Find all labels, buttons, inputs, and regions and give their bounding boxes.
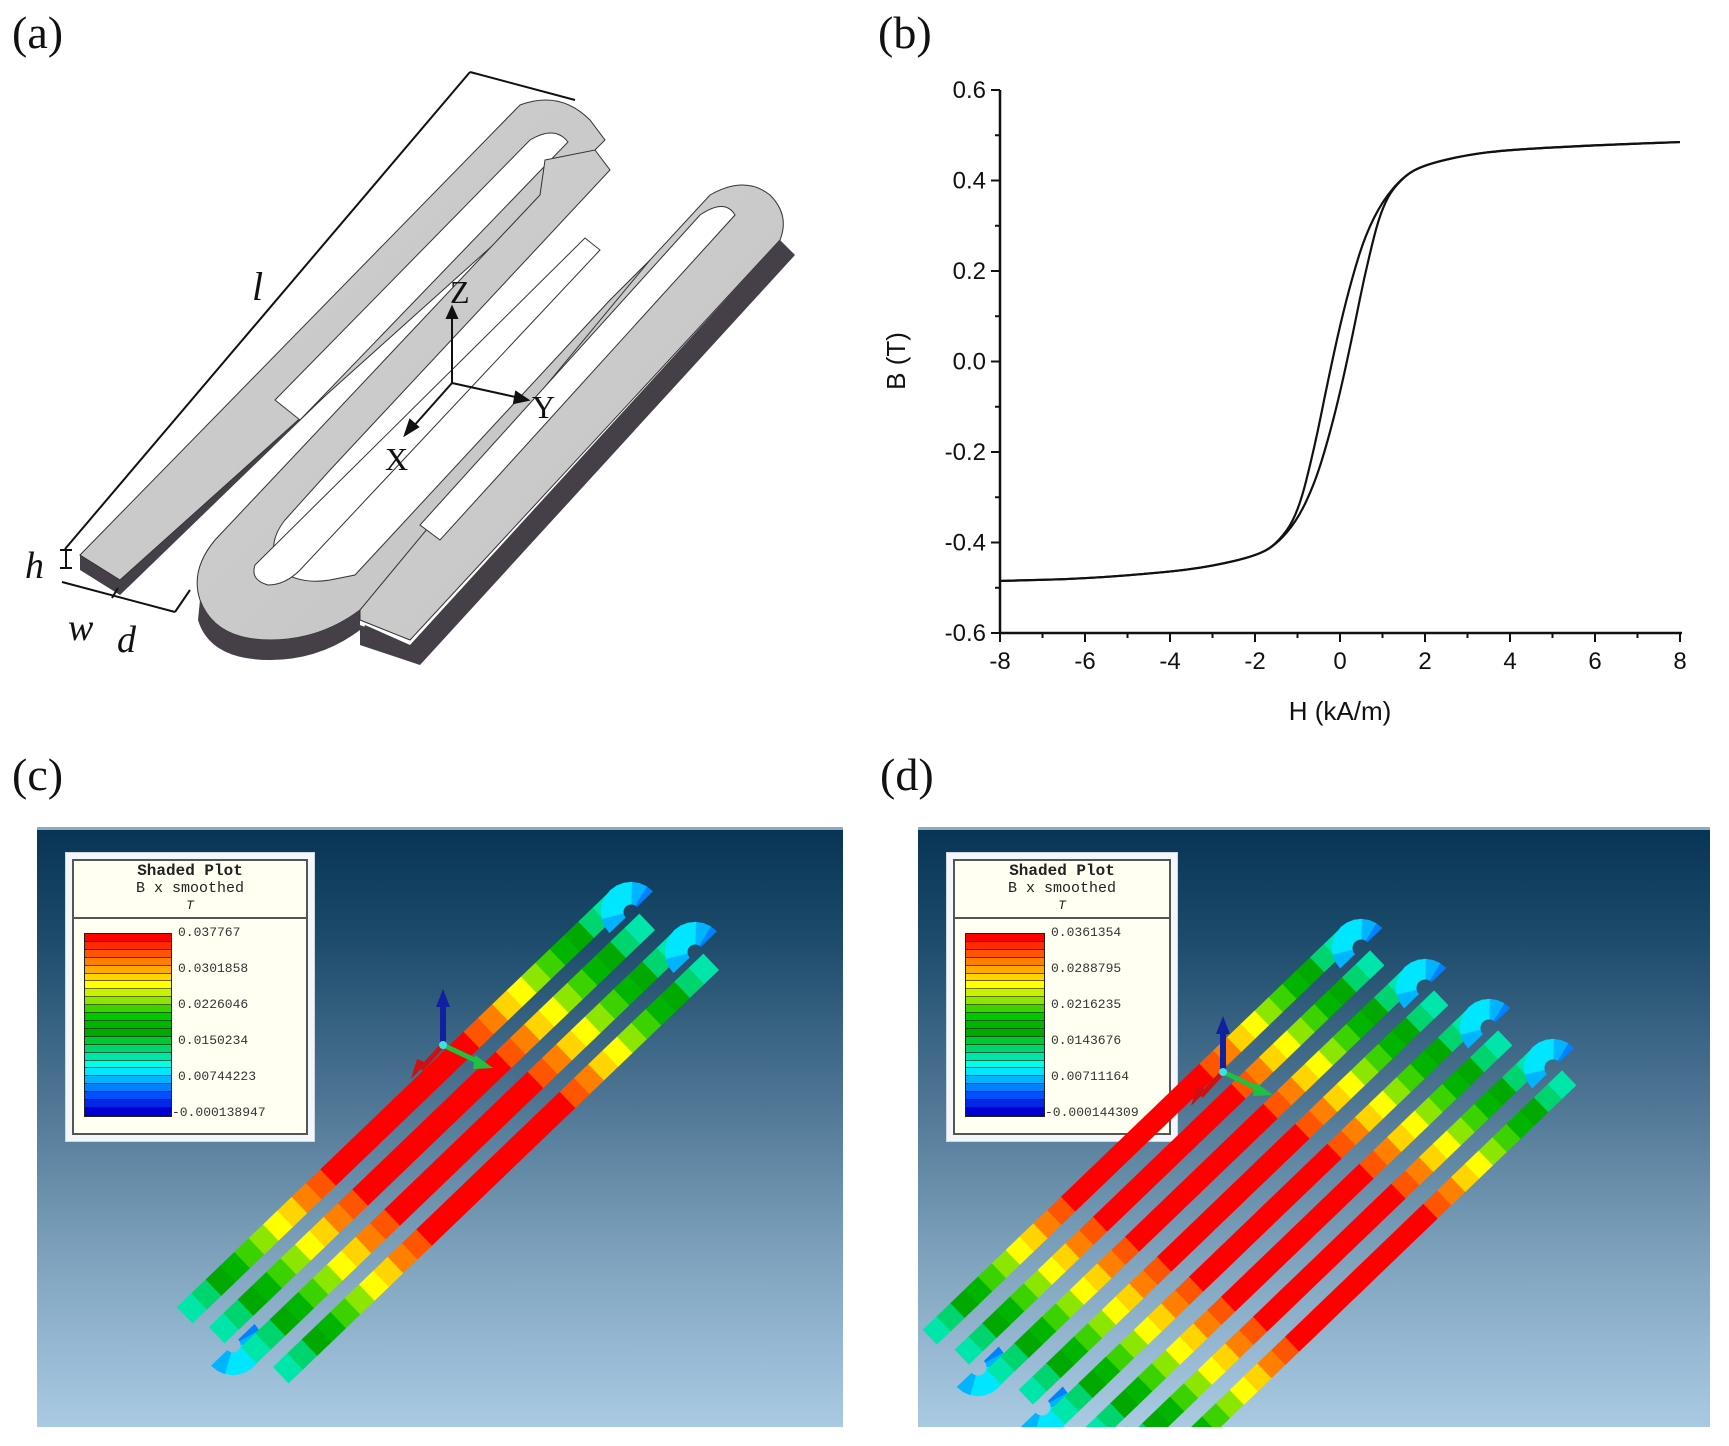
y-tick-label: 0.2: [953, 258, 986, 285]
shaded-plot-legend: Shaded Plot B x smoothed T 0.0361354 0.0…: [946, 852, 1178, 1142]
legend-title: Shaded Plot: [1009, 862, 1115, 880]
color-scale-bar: [965, 933, 1045, 1117]
x-axis-title: H (kA/m): [1289, 696, 1392, 726]
legend-title: Shaded Plot: [137, 862, 243, 880]
x-tick-label: -2: [1244, 648, 1265, 675]
height-label: h: [25, 545, 44, 587]
legend-subtitle: B x smoothed: [135, 880, 245, 897]
y-axis-title: B (T): [881, 332, 911, 390]
hysteresis-curve: [999, 140, 1681, 583]
x-tick-label: 6: [1588, 648, 1601, 675]
x-tick-label: 0: [1333, 648, 1346, 675]
y-tick-label: 0.0: [953, 349, 986, 376]
meander-strip: [79, 99, 795, 665]
panel-d-label: (d): [880, 749, 934, 800]
field-distribution-plot: [176, 881, 720, 1384]
y-tick-label: -0.6: [945, 620, 986, 647]
coordinate-axes-icon: [403, 304, 531, 438]
simulation-view-d: Shaded Plot B x smoothed T 0.0361354 0.0…: [918, 827, 1710, 1427]
length-dimension-line: [64, 71, 471, 550]
bh-curve-chart: 0.6 0.4 0.2 0.0 -0.2 -0.4 -0.6 -8 -6 -4 -2 0 2 4 6 8 H…: [881, 77, 1687, 726]
y-tick-label: 0.6: [953, 77, 986, 104]
panel-c-label: (c): [12, 749, 64, 800]
field-distribution-plot: [922, 918, 1577, 1427]
x-tick-label: 2: [1418, 648, 1431, 675]
legend-subtitle: B x smoothed: [1007, 880, 1117, 897]
color-scale-bar: [84, 933, 172, 1117]
simulation-view-c: Shaded Plot B x smoothed T 0.037767 0.03…: [37, 827, 843, 1427]
y-tick-label: -0.4: [945, 530, 986, 557]
x-tick-label: 4: [1503, 648, 1516, 675]
z-axis-label: Z: [450, 274, 470, 310]
gap-label: d: [117, 619, 137, 661]
width-label: w: [68, 607, 94, 649]
x-axis-label: X: [385, 441, 408, 477]
x-tick-label: -6: [1074, 648, 1095, 675]
length-label: l: [252, 264, 263, 309]
shaded-plot-legend: Shaded Plot B x smoothed T 0.037767 0.03…: [65, 852, 315, 1142]
panel-a-label: (a): [12, 7, 64, 58]
x-tick-label: 8: [1673, 648, 1686, 675]
x-tick-label: -4: [1159, 648, 1180, 675]
meander-geometry-diagram: l h w d Z Y X: [25, 71, 795, 665]
y-tick-label: 0.4: [953, 168, 986, 195]
y-tick-label: -0.2: [945, 439, 986, 466]
x-tick-label: -8: [989, 648, 1010, 675]
legend-unit: T: [186, 898, 194, 913]
y-axis-label: Y: [532, 389, 555, 425]
panel-b-label: (b): [878, 7, 932, 58]
legend-unit: T: [1058, 898, 1066, 913]
